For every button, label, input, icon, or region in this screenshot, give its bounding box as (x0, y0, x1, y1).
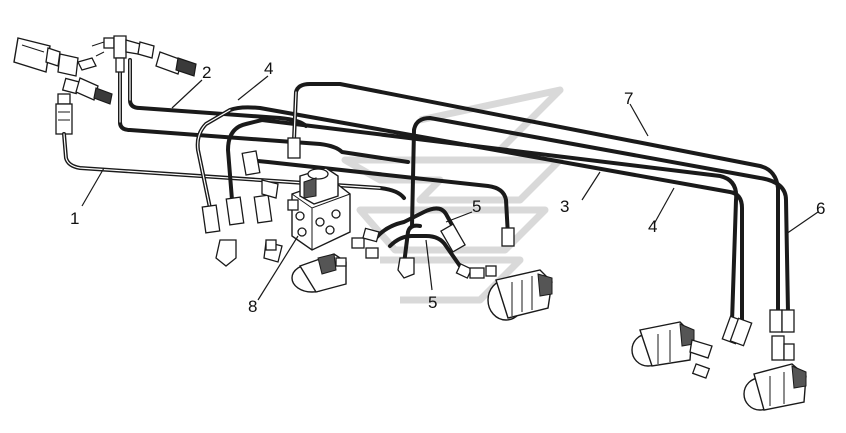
hose-4-left (195, 105, 744, 332)
hydraulic-motor-4 (743, 335, 807, 411)
hydraulic-motor-1 (291, 253, 347, 293)
callout-4-top: 4 (264, 59, 273, 78)
hose-5 (246, 158, 510, 268)
callout-4-right: 4 (648, 217, 657, 236)
hydraulic-motor-2 (487, 269, 553, 321)
callout-2: 2 (202, 63, 211, 82)
inlet-pipe-assembly (13, 35, 197, 135)
callout-5-lower: 5 (428, 293, 437, 312)
hose-1 (62, 132, 406, 200)
control-valve-block (287, 167, 351, 251)
loose-fittings (265, 227, 497, 279)
hose-end-fittings (201, 137, 795, 347)
hose-7 (292, 82, 780, 314)
callout-6: 6 (816, 199, 825, 218)
callout-8: 8 (248, 297, 257, 316)
callout-3: 3 (560, 197, 569, 216)
callout-1: 1 (70, 209, 79, 228)
hose-6 (410, 116, 790, 314)
hydraulic-motor-3 (631, 321, 713, 379)
callout-5-upper: 5 (472, 197, 481, 216)
hose-3 (226, 118, 739, 324)
hose-2 (115, 57, 410, 164)
callout-7: 7 (624, 89, 633, 108)
leader-lines (81, 75, 819, 301)
